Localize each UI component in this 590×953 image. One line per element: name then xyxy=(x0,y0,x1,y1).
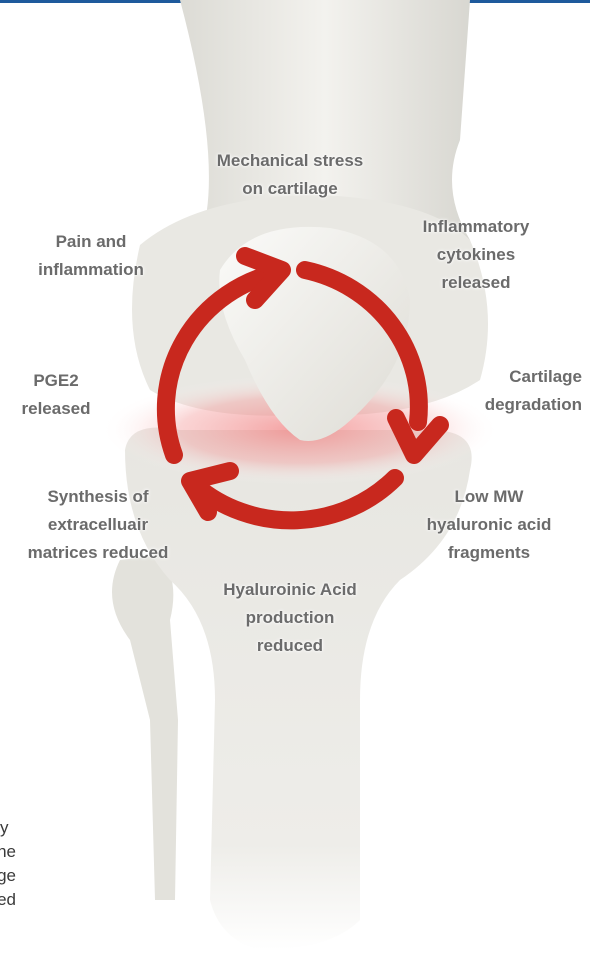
label-pain-inflammation: Pain and inflammation xyxy=(38,228,144,284)
label-low-mw-fragments: Low MW hyaluronic acid fragments xyxy=(427,483,552,567)
tibia xyxy=(125,428,472,951)
label-inflammatory-cytokines: Inflammatory cytokines released xyxy=(423,213,530,297)
label-synthesis-reduced: Synthesis of extracelluair matrices redu… xyxy=(28,483,169,567)
label-mechanical-stress: Mechanical stress on cartilage xyxy=(217,147,363,203)
cropped-side-text: y he rge ed xyxy=(0,816,16,912)
label-ha-production-reduced: Hyaluroinic Acid production reduced xyxy=(223,576,357,660)
label-pge2-released: PGE2 released xyxy=(22,367,91,423)
label-cartilage-degradation: Cartilage degradation xyxy=(485,363,582,419)
fibula xyxy=(112,555,178,900)
